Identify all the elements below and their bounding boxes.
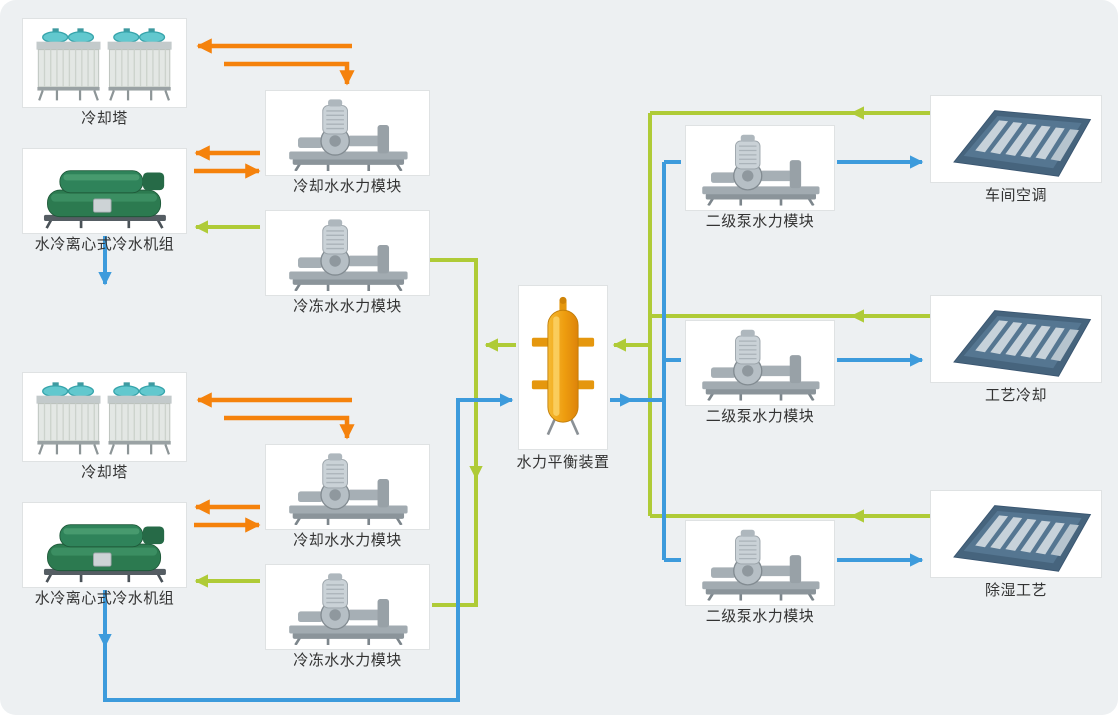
cooling-water-module-2-label: 冷却水水力模块	[293, 532, 402, 549]
chilled-water-module-2-image	[270, 569, 425, 645]
chiller-1-image	[27, 153, 182, 229]
chiller-1-box	[22, 148, 187, 234]
dehumidification-label: 除湿工艺	[984, 582, 1047, 599]
secondary-pump-module-2-image	[690, 325, 830, 401]
cooling-water-module-2-image	[270, 449, 425, 525]
dehumidification-image	[935, 495, 1097, 573]
workshop-ac-box	[930, 95, 1102, 183]
workshop-ac-label: 车间空调	[984, 187, 1047, 204]
hydraulic-separator-image	[523, 290, 603, 445]
secondary-pump-module-1-label: 二级泵水力模块	[705, 213, 815, 230]
cooling-tower-2-image	[27, 377, 182, 457]
cooling-water-module-2-box	[265, 444, 430, 530]
secondary-pump-module-2-label: 二级泵水力模块	[705, 408, 815, 425]
chilled-water-module-1-label: 冷冻水水力模块	[293, 298, 402, 315]
secondary-pump-module-1-image	[690, 130, 830, 206]
cooling-tower-2-box	[22, 372, 187, 462]
cooling-tower-1-image	[27, 23, 182, 103]
secondary-pump-module-3-image	[690, 525, 830, 601]
chiller-1-label: 水冷离心式冷水机组	[34, 236, 175, 253]
chiller-2-image	[27, 507, 182, 583]
chilled-water-module-2-box	[265, 564, 430, 650]
chiller-2-box	[22, 502, 187, 588]
process-cooling-image	[935, 300, 1097, 378]
secondary-pump-module-2-box	[685, 320, 835, 406]
chilled-water-module-1-image	[270, 215, 425, 291]
cooling-water-module-1-label: 冷却水水力模块	[293, 178, 402, 195]
process-cooling-box	[930, 295, 1102, 383]
chiller-2-label: 水冷离心式冷水机组	[34, 590, 175, 607]
chilled-water-module-2-label: 冷冻水水力模块	[293, 652, 402, 669]
process-cooling-label: 工艺冷却	[984, 387, 1047, 404]
workshop-ac-image	[935, 100, 1097, 178]
cooling-tower-1-label: 冷却塔	[81, 110, 128, 127]
dehumidification-box	[930, 490, 1102, 578]
cooling-tower-2-label: 冷却塔	[81, 464, 128, 481]
cooling-tower-1-box	[22, 18, 187, 108]
chilled-water-module-1-box	[265, 210, 430, 296]
cooling-water-module-1-box	[265, 90, 430, 176]
hydraulic-separator-box	[518, 285, 608, 450]
secondary-pump-module-3-box	[685, 520, 835, 606]
hydraulic-separator-label: 水力平衡装置	[516, 454, 610, 471]
secondary-pump-module-3-label: 二级泵水力模块	[705, 608, 815, 625]
secondary-pump-module-1-box	[685, 125, 835, 211]
cooling-water-module-1-image	[270, 95, 425, 171]
